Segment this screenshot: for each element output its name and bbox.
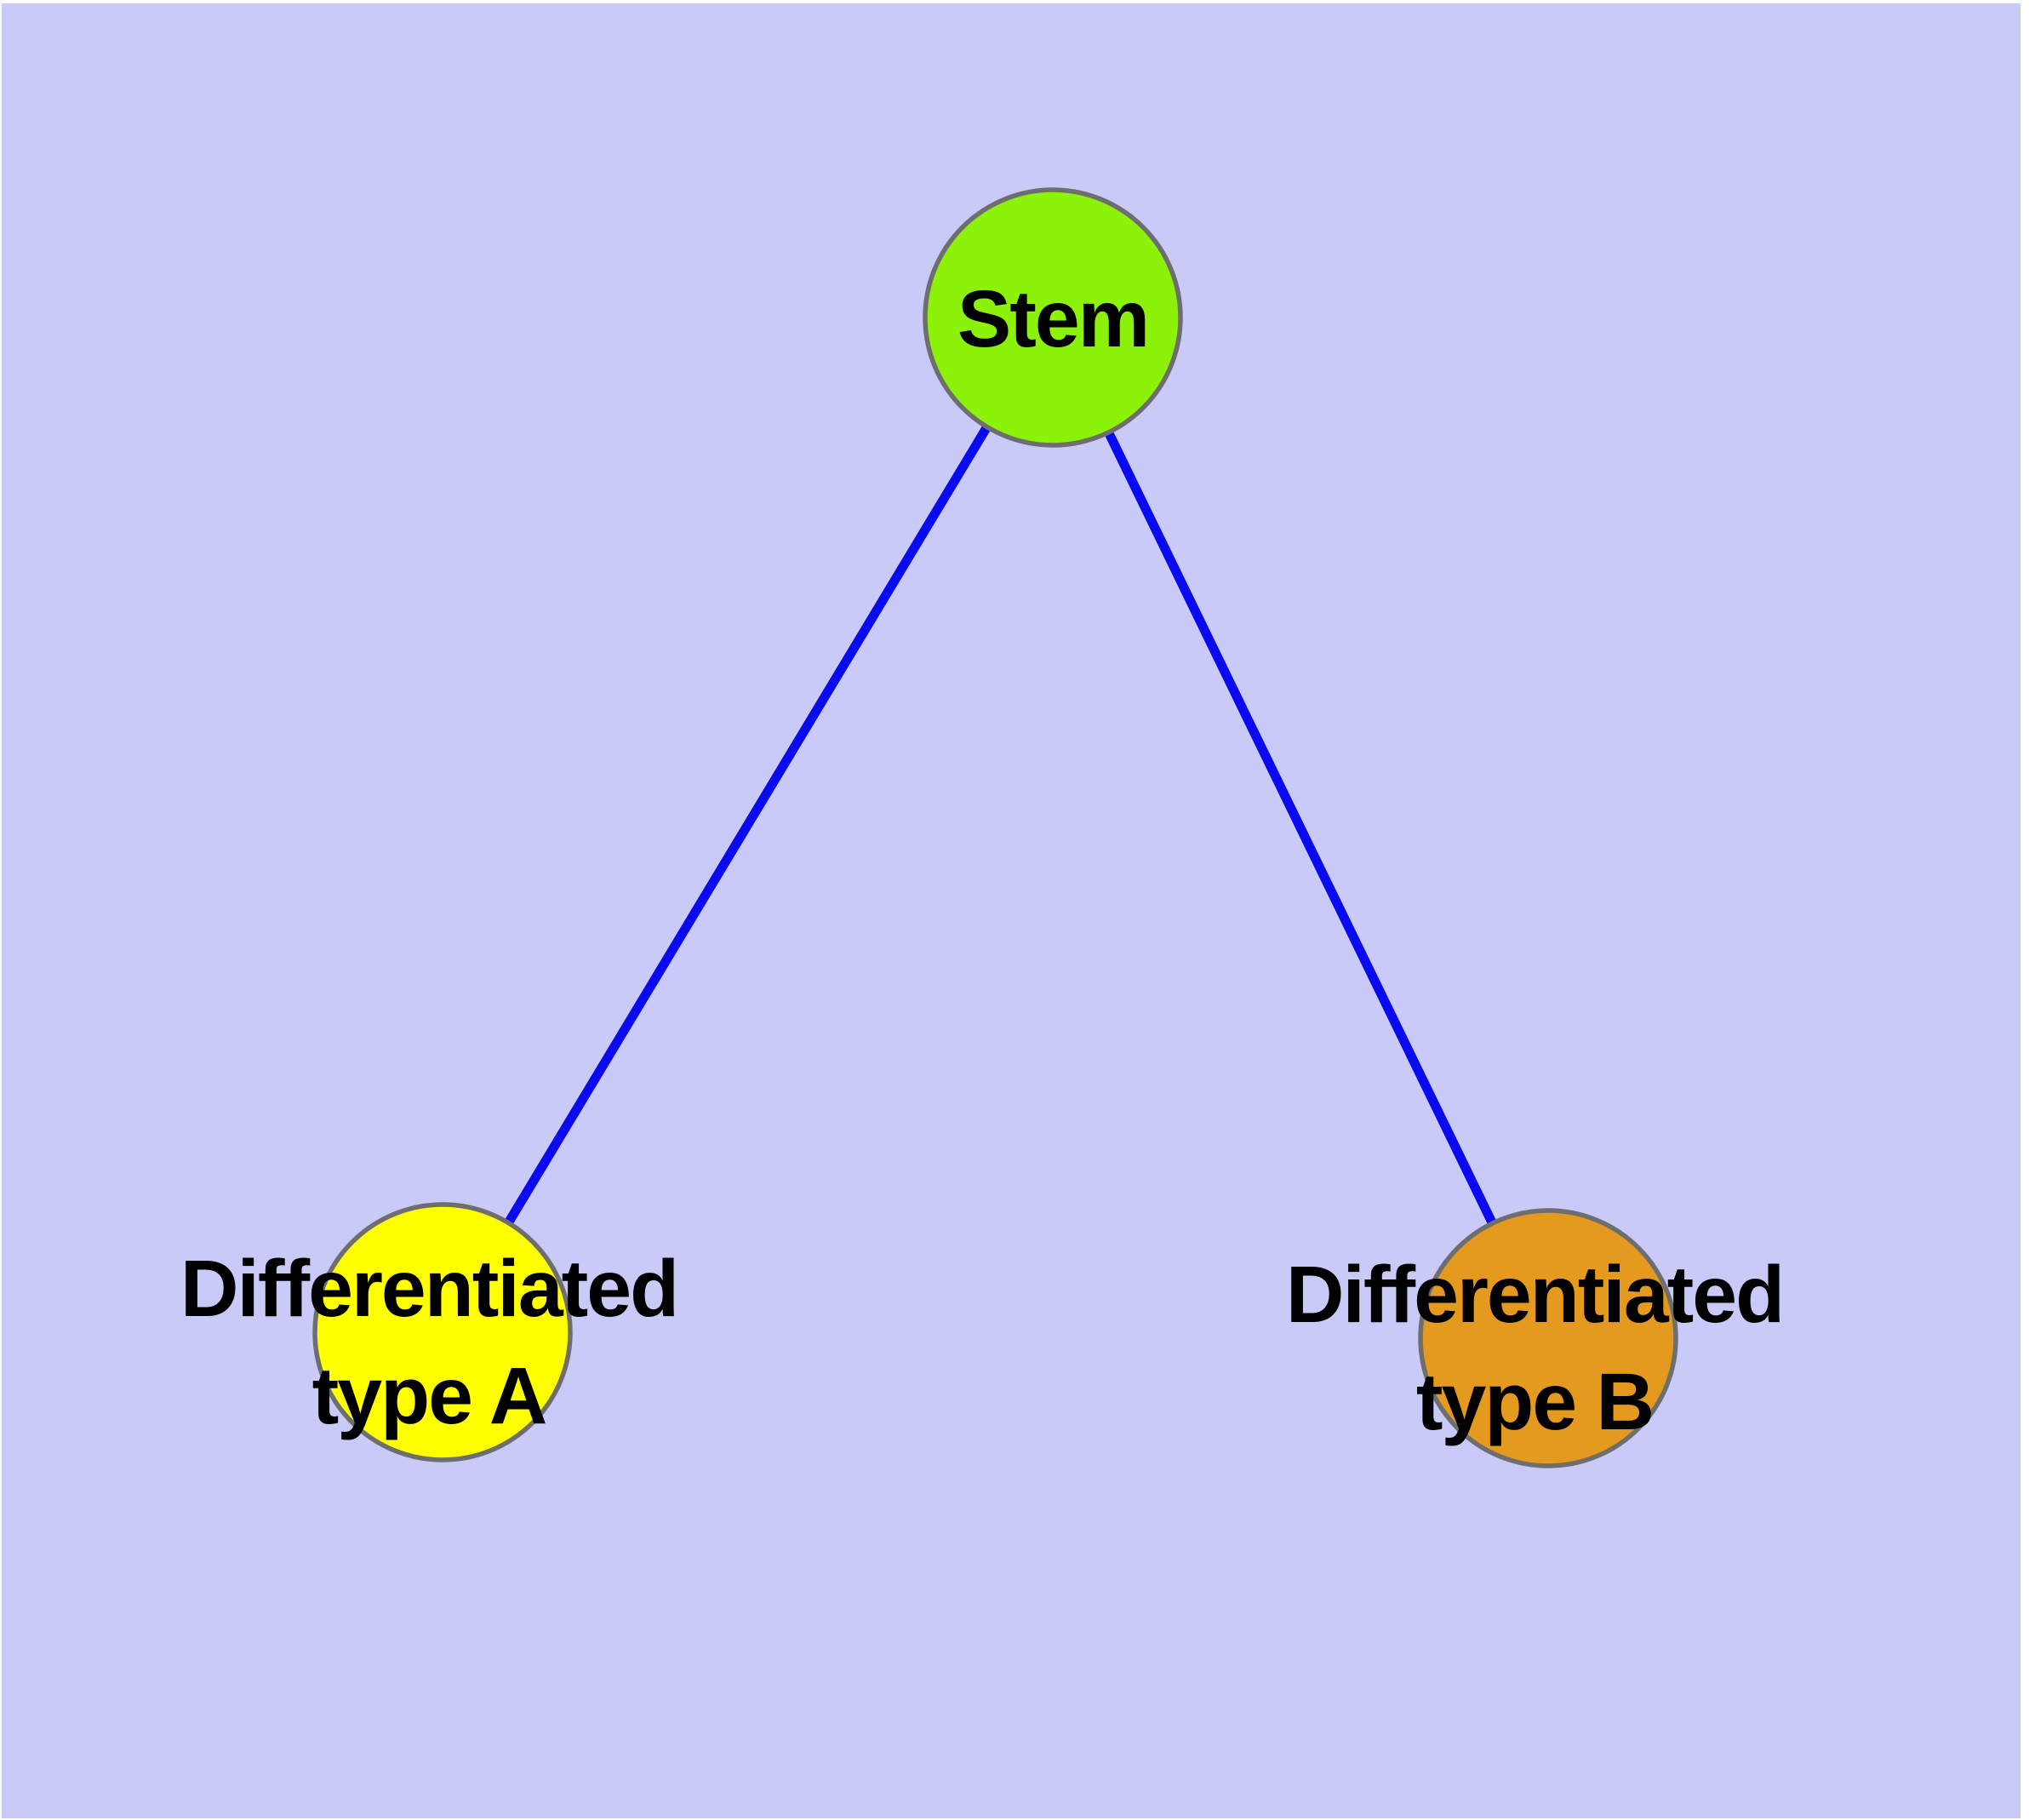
- node-stem-circle: [923, 187, 1183, 448]
- nodes-layer: [312, 187, 1678, 1468]
- node-type-b-circle: [1418, 1208, 1678, 1468]
- edge-stem-to-type-b: [1049, 315, 1552, 1341]
- edges-layer: [438, 315, 1552, 1341]
- node-type-a-circle: [312, 1202, 573, 1462]
- edge-stem-to-type-a: [438, 315, 1057, 1335]
